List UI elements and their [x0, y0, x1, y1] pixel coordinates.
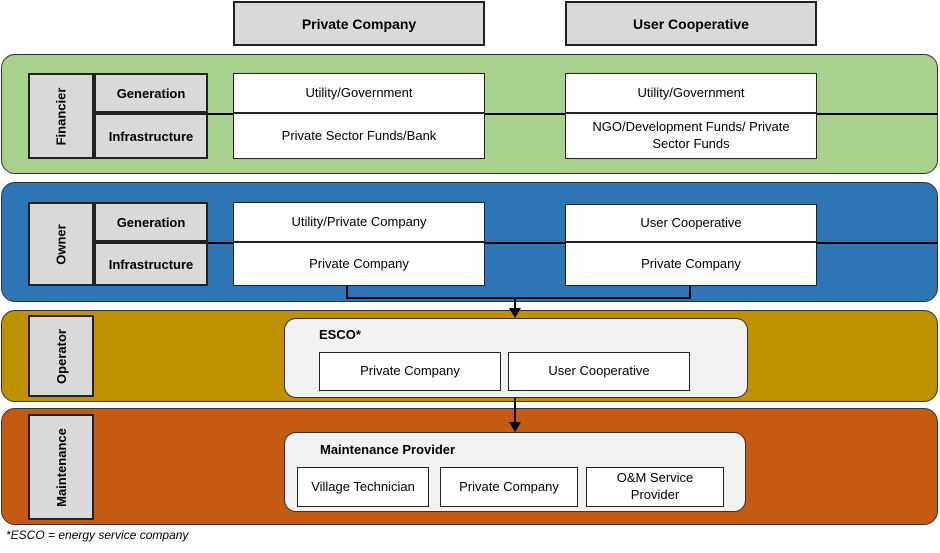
connector-cooperative-down [689, 286, 691, 299]
owner-private-infrastructure-cell: Private Company [233, 242, 485, 286]
owner-cooperative-infrastructure-cell: Private Company [565, 242, 817, 286]
maintenance-provider-title: Maintenance Provider [320, 442, 456, 457]
financier-private-generation-cell: Utility/Government [233, 73, 485, 113]
connector-to-maintenance [514, 398, 516, 424]
owner-row-generation: Generation [94, 202, 208, 242]
owner-private-generation-cell: Utility/Private Company [233, 202, 485, 242]
operator-label: Operator [28, 315, 94, 397]
financier-label: Financier [28, 73, 94, 159]
operator-option-user-cooperative: User Cooperative [508, 352, 690, 391]
maintenance-option-private-company: Private Company [440, 467, 578, 507]
column-header-private-company: Private Company [233, 1, 485, 46]
owner-cooperative-generation-cell: User Cooperative [565, 204, 817, 242]
connector-to-operator [514, 297, 516, 312]
maintenance-option-village-technician: Village Technician [297, 467, 429, 507]
owner-row-infrastructure: Infrastructure [94, 242, 208, 286]
financier-cooperative-infrastructure-cell: NGO/Development Funds/ Private Sector Fu… [565, 113, 817, 159]
esco-title: ESCO* [319, 327, 361, 342]
financier-private-infrastructure-cell: Private Sector Funds/Bank [233, 113, 485, 159]
arrow-to-operator-icon [509, 308, 521, 318]
owner-label: Owner [28, 202, 94, 286]
arrow-to-maintenance-icon [509, 422, 521, 432]
connector-horizontal [346, 297, 691, 299]
connector-private-down [346, 286, 348, 299]
maintenance-label: Maintenance [28, 414, 94, 520]
maintenance-option-om-service-provider: O&M Service Provider [586, 467, 724, 507]
operator-option-private-company: Private Company [319, 352, 501, 391]
column-header-user-cooperative: User Cooperative [565, 1, 817, 46]
footnote: *ESCO = energy service company [6, 528, 189, 542]
financier-row-infrastructure: Infrastructure [94, 113, 208, 159]
financier-row-generation: Generation [94, 73, 208, 113]
financier-cooperative-generation-cell: Utility/Government [565, 73, 817, 113]
